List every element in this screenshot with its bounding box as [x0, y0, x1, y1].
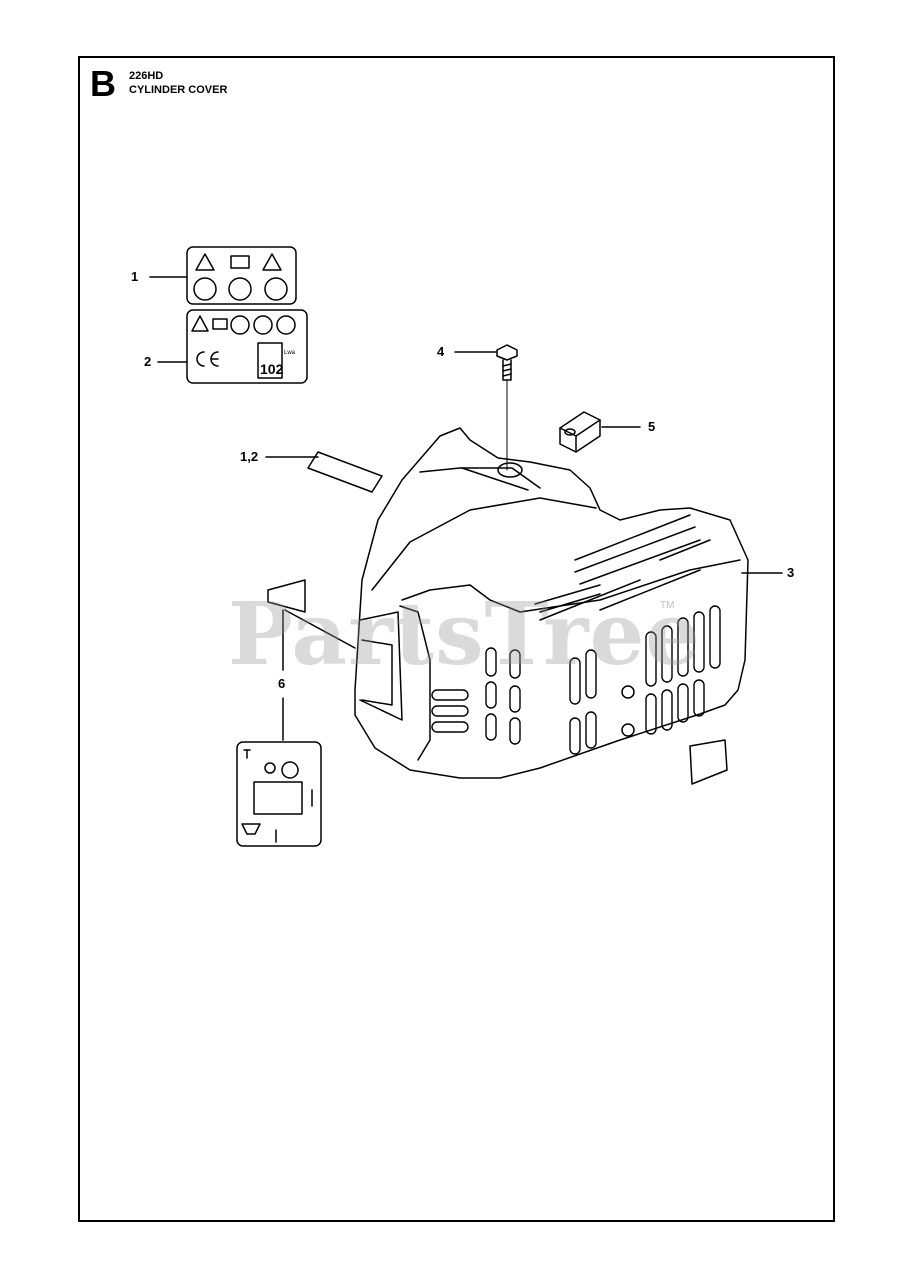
decal-6[interactable] [236, 741, 322, 847]
callout-4[interactable]: 4 [437, 344, 445, 359]
callout-5[interactable]: 5 [648, 419, 656, 434]
page-title: CYLINDER COVER [129, 84, 228, 96]
section-letter: B [90, 63, 116, 104]
diagram-frame [78, 56, 835, 1222]
watermark-tm: TM [660, 600, 675, 611]
decal-2-unit: Lwa [284, 350, 296, 356]
sticker-6 [267, 579, 306, 613]
callout-6[interactable]: 6 [278, 676, 286, 691]
watermark: PartsTree [228, 584, 702, 685]
decal-2[interactable] [186, 309, 308, 384]
model-number: 226HD [129, 70, 164, 82]
grommet-5[interactable] [559, 411, 601, 453]
decal-1[interactable] [186, 246, 297, 305]
decal-2-number: 102 [260, 361, 284, 377]
sticker-1-2 [307, 451, 383, 493]
bolt-4[interactable] [496, 344, 518, 471]
callout-2[interactable]: 2 [144, 354, 152, 369]
cylinder-cover-3[interactable] [354, 427, 749, 785]
callout-3[interactable]: 3 [787, 565, 795, 580]
callout-1-2[interactable]: 1,2 [240, 449, 259, 464]
callout-1[interactable]: 1 [131, 269, 139, 284]
